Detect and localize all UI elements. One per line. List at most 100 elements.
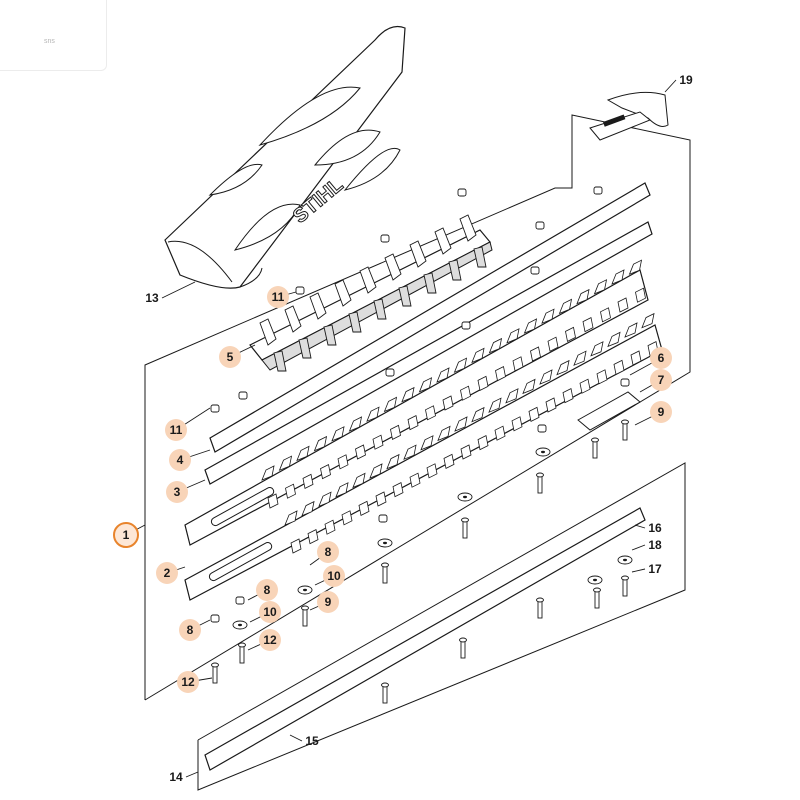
comb-tooth [348, 311, 362, 333]
callout-number: 11 [170, 423, 183, 437]
label-leader [664, 79, 677, 93]
blade-tooth [284, 510, 298, 526]
label-leader [161, 281, 196, 299]
nut [295, 286, 305, 295]
screw-head [461, 517, 469, 523]
blade-tooth [635, 287, 646, 303]
blade-tooth [331, 426, 345, 442]
nut [378, 514, 388, 523]
blade-tooth [278, 455, 293, 471]
blade-tooth [426, 463, 438, 479]
blade-tooth [383, 396, 398, 413]
screw [460, 639, 466, 659]
part-label: 15 [305, 734, 319, 748]
comb-tooth [448, 259, 462, 281]
screw-head [593, 587, 601, 593]
washer-hole [463, 495, 467, 499]
blade-tooth [420, 435, 434, 451]
callout-number: 2 [164, 566, 171, 580]
callout-number: 4 [177, 453, 184, 467]
blade-tooth [352, 472, 366, 489]
callout-number: 5 [227, 350, 234, 364]
fasteners [210, 186, 633, 704]
screw [212, 664, 218, 684]
callout-badge [165, 419, 187, 441]
blade-tooth [523, 318, 538, 334]
blade-tooth [318, 491, 332, 507]
blade-lower-teeth [284, 312, 659, 554]
blade-tooth [590, 341, 604, 357]
blade-tooth [372, 434, 384, 450]
callout-badge [259, 601, 281, 623]
washer-hole [623, 558, 627, 562]
blade-tooth [576, 288, 590, 305]
blade-tooth [324, 519, 336, 535]
callout-number: 8 [325, 545, 332, 559]
callout-number: 12 [263, 633, 277, 647]
screw [462, 519, 468, 539]
blade-tooth [460, 385, 471, 401]
callout-badge [259, 629, 281, 651]
part-label: 16 [648, 521, 662, 535]
comb-tooth [384, 253, 402, 281]
blade-tooth [392, 482, 404, 498]
screw [382, 564, 388, 584]
screw [239, 644, 245, 664]
callout-number: 9 [658, 405, 665, 419]
blade-tooth [358, 500, 370, 516]
comb-tooth [309, 292, 327, 320]
label-leader [289, 734, 303, 742]
blade-tooth [302, 473, 314, 489]
nut [380, 234, 390, 243]
blade-upper-teeth [261, 259, 646, 509]
blade-tooth [443, 453, 455, 469]
blade-tooth [261, 465, 275, 481]
washer-hole [383, 541, 387, 545]
blade-tooth [437, 425, 451, 442]
callout-badge [219, 346, 241, 368]
callout-number: 11 [272, 290, 285, 304]
part-label: 17 [648, 562, 662, 576]
spacer-plate [577, 391, 641, 431]
screw-head [621, 419, 629, 425]
blade-tooth [607, 331, 621, 348]
cutting-blade-lower [184, 324, 663, 601]
part-label: 13 [145, 291, 159, 305]
blade-tooth [582, 317, 594, 333]
screw-head [381, 562, 389, 568]
comb-tooth [409, 240, 427, 268]
blade-tooth [407, 415, 419, 431]
callout-number: 7 [658, 373, 665, 387]
blade-tooth [528, 406, 540, 422]
washer-hole [303, 588, 307, 592]
part-label: 19 [679, 73, 693, 87]
blade-tooth [512, 356, 524, 372]
blade-tooth [401, 386, 415, 403]
blade-tooth [425, 405, 436, 421]
blade-tooth [460, 444, 472, 460]
upper-guide-bar [204, 182, 653, 485]
blade-tooth [573, 350, 587, 366]
screw-head [301, 605, 309, 611]
screw-head [591, 437, 599, 443]
comb-teeth [259, 214, 487, 372]
blade-tooth [539, 369, 553, 385]
callout-badge [166, 481, 188, 503]
blade-tooth [511, 416, 523, 432]
blade-tooth [313, 435, 328, 452]
screw [592, 439, 598, 459]
blade-tooth [624, 322, 638, 338]
blade-tooth [320, 464, 331, 480]
callout-number: 10 [327, 569, 341, 583]
nut [235, 596, 245, 605]
blade-tooth [558, 298, 573, 315]
blade-tooth [409, 472, 421, 488]
blade-tooth [628, 259, 643, 275]
blade-tooth [617, 297, 629, 313]
reference-tag: sns [44, 38, 55, 45]
screw [302, 607, 308, 627]
comb-tooth [259, 318, 277, 346]
label-leader [631, 544, 646, 551]
label-leader [634, 524, 646, 529]
reference-box [0, 0, 107, 71]
